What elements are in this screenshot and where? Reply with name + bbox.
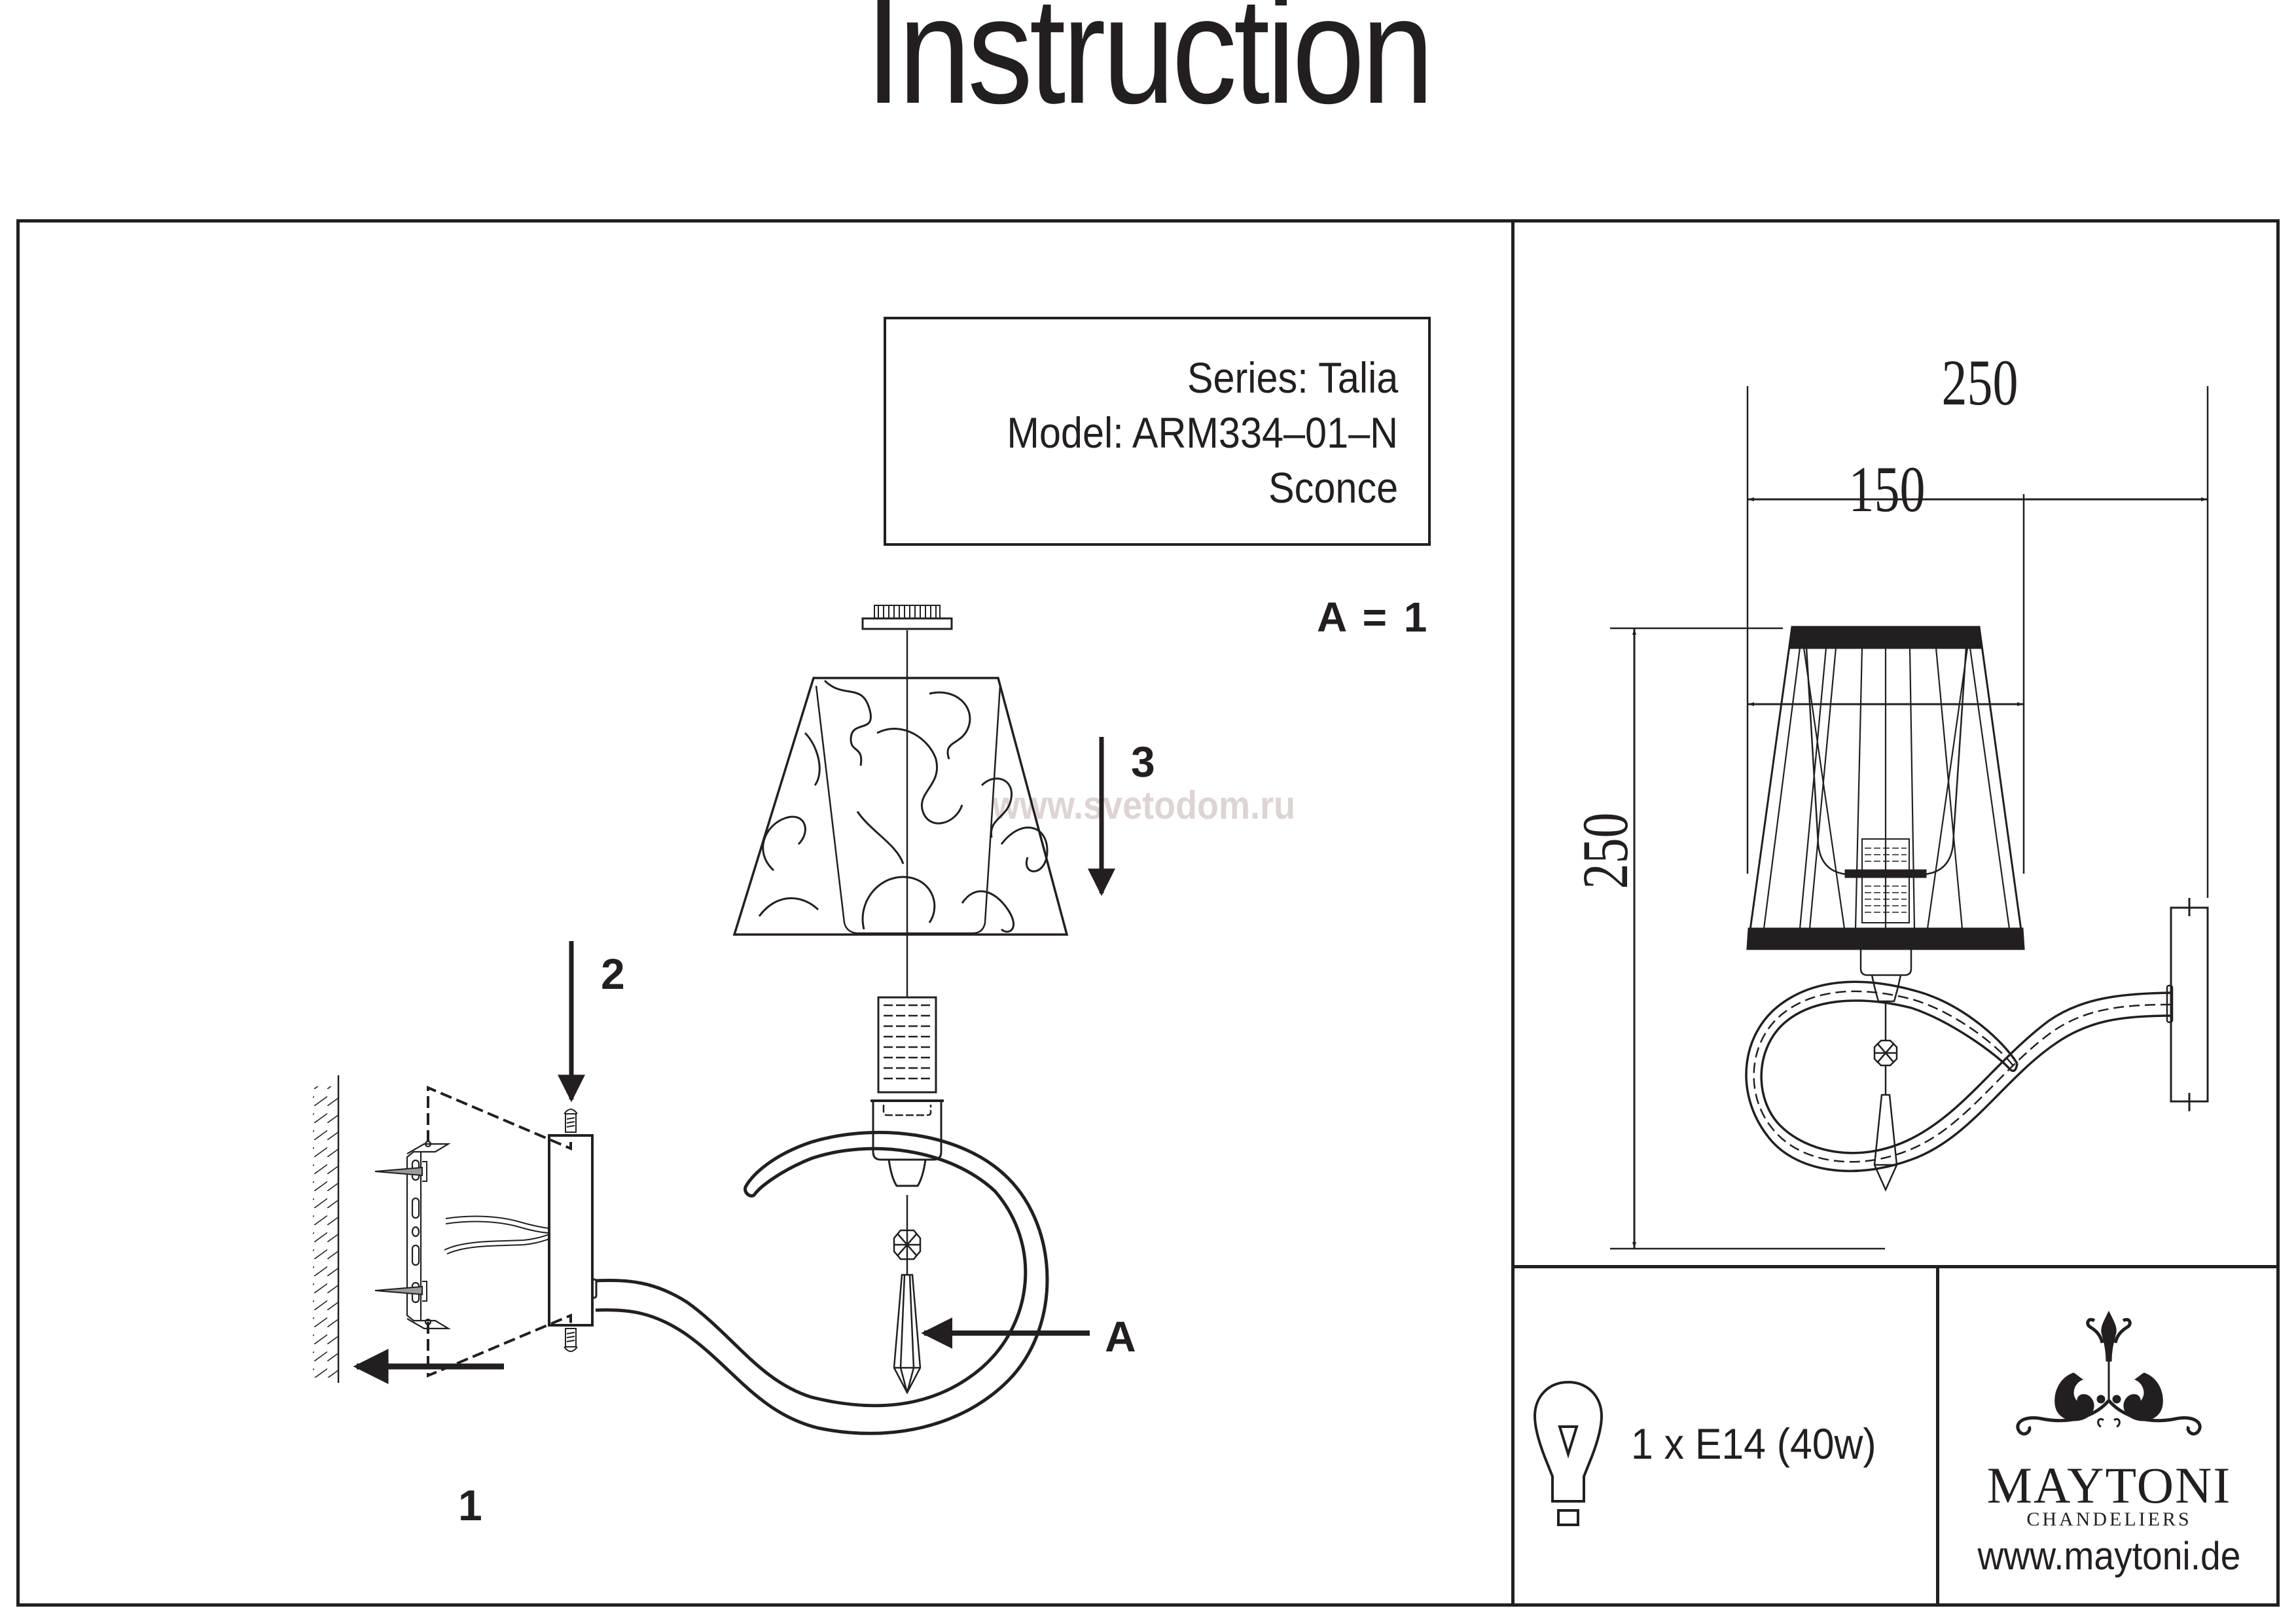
shade-ornament — [758, 679, 1049, 933]
bottom-divider-vertical — [1936, 1265, 1939, 1607]
front-backplate — [2170, 898, 2209, 1111]
part-label-a: A — [1105, 1312, 1136, 1361]
watermark: www.svetodom.ru — [992, 783, 1296, 827]
dim-label-height: 250 — [1569, 812, 1641, 889]
dim-label-shade-width: 150 — [1848, 453, 1926, 526]
page-title: Instruction — [865, 0, 1434, 135]
right-divider-horizontal — [1511, 1265, 2280, 1268]
step-label-2: 2 — [601, 950, 625, 998]
lamp-shade — [732, 677, 1069, 936]
alignment-guide — [427, 1085, 572, 1378]
wall-backplate — [548, 1134, 594, 1327]
part-legend: A = 1 — [1317, 594, 1430, 641]
wall — [313, 1075, 340, 1383]
front-arm — [1745, 980, 2174, 1173]
finial — [861, 605, 953, 630]
front-socket — [1859, 949, 1912, 1192]
bulb-spec: 1 x E14 (40w) — [1631, 1419, 1876, 1468]
maytoni-ornament-icon — [2016, 1310, 2202, 1436]
model-label: Model: ARM334–01–N — [1007, 408, 1398, 457]
product-info-box: Series: Talia Model: ARM334–01–N Sconce — [884, 317, 1431, 546]
dimension-drawing — [1610, 386, 2209, 1250]
sconce-arm — [591, 1130, 1049, 1435]
brand-name: MAYTONI — [1986, 1457, 2232, 1514]
series-label: Series: Talia — [1187, 353, 1398, 402]
wall-screw — [374, 1161, 427, 1302]
lamp-socket — [870, 996, 944, 1187]
main-divider-vertical — [1511, 219, 1515, 1607]
brand-subtitle: CHANDELIERS — [2026, 1508, 2192, 1530]
wires — [444, 1215, 550, 1255]
crystal-pendant — [893, 1195, 922, 1395]
type-label: Sconce — [1268, 463, 1398, 512]
outer-frame — [16, 219, 2280, 1607]
step-label-1: 1 — [458, 1481, 482, 1529]
set-screw — [564, 1109, 578, 1352]
front-lamp-shade — [1746, 626, 2025, 950]
dim-label-overall-width: 250 — [1941, 346, 2018, 419]
step-label-3: 3 — [1131, 738, 1155, 786]
light-bulb-icon — [1533, 1380, 1604, 1526]
brand-website-link[interactable]: www.maytoni.de — [1977, 1534, 2241, 1578]
assembly-drawing — [313, 605, 1115, 1435]
